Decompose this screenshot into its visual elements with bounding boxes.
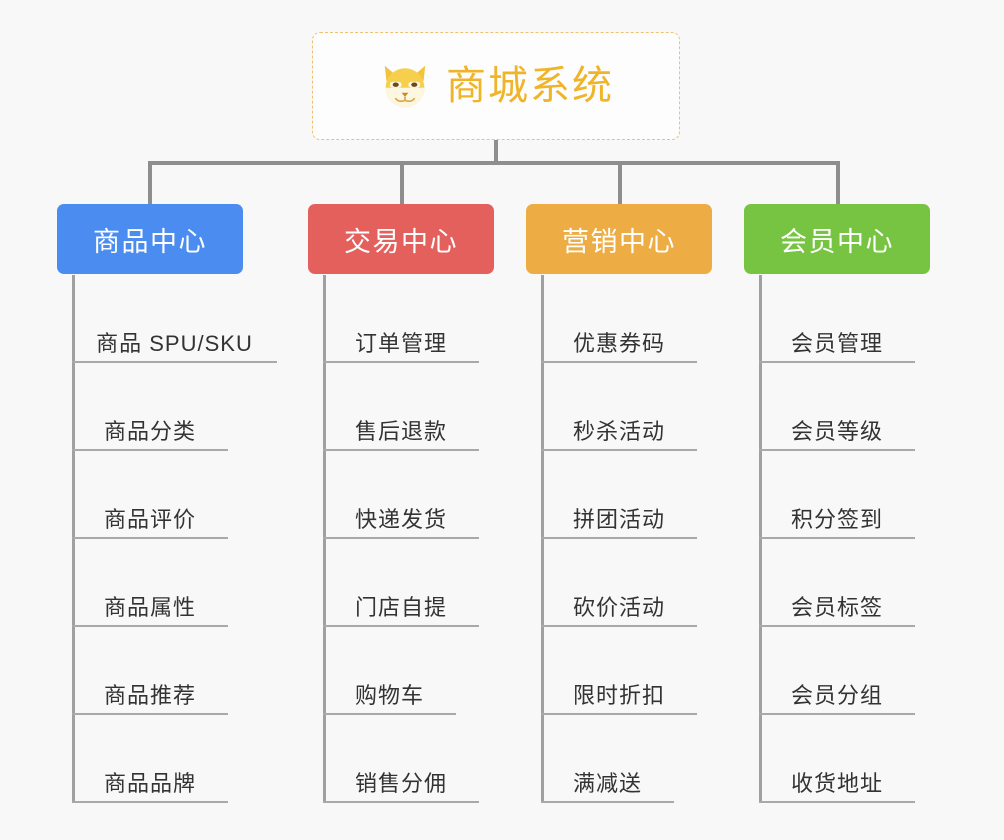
shiba-dog-face-icon bbox=[378, 59, 432, 113]
category-label: 商品中心 bbox=[93, 226, 207, 257]
column-trunk-line bbox=[72, 275, 75, 803]
leaf-label: 订单管理 bbox=[354, 330, 447, 356]
leaf-label: 会员管理 bbox=[790, 330, 883, 356]
category-label: 会员中心 bbox=[780, 226, 894, 257]
category-label: 交易中心 bbox=[344, 226, 458, 257]
leaf-label: 商品品牌 bbox=[103, 770, 196, 796]
leaf-item[interactable]: 会员分组 bbox=[759, 627, 915, 715]
leaf-item[interactable]: 商品品牌 bbox=[72, 715, 228, 803]
leaf-label: 会员分组 bbox=[790, 682, 883, 708]
category-header-会员中心[interactable]: 会员中心 bbox=[744, 204, 930, 274]
category-label: 营销中心 bbox=[562, 226, 676, 257]
leaf-item[interactable]: 商品推荐 bbox=[72, 627, 228, 715]
leaf-item[interactable]: 商品分类 bbox=[72, 363, 228, 451]
leaf-item[interactable]: 商品评价 bbox=[72, 451, 228, 539]
leaf-label: 商品属性 bbox=[103, 594, 196, 620]
leaf-item[interactable]: 积分签到 bbox=[759, 451, 915, 539]
leaf-label: 会员标签 bbox=[790, 594, 883, 620]
leaf-item[interactable]: 订单管理 bbox=[323, 275, 479, 363]
leaf-label: 购物车 bbox=[354, 682, 424, 708]
leaf-label: 拼团活动 bbox=[572, 506, 665, 532]
leaf-item[interactable]: 会员管理 bbox=[759, 275, 915, 363]
root-stem-connector bbox=[494, 140, 498, 164]
leaf-item[interactable]: 售后退款 bbox=[323, 363, 479, 451]
leaf-label: 收货地址 bbox=[790, 770, 883, 796]
leaf-label: 门店自提 bbox=[354, 594, 447, 620]
leaf-label: 商品 SPU/SKU bbox=[96, 330, 253, 356]
leaf-label: 砍价活动 bbox=[572, 594, 665, 620]
leaf-item[interactable]: 限时折扣 bbox=[541, 627, 697, 715]
leaf-item[interactable]: 优惠券码 bbox=[541, 275, 697, 363]
leaf-label: 售后退款 bbox=[354, 418, 447, 444]
leaf-item[interactable]: 收货地址 bbox=[759, 715, 915, 803]
leaf-label: 满减送 bbox=[572, 770, 642, 796]
leaf-item[interactable]: 快递发货 bbox=[323, 451, 479, 539]
leaf-item[interactable]: 秒杀活动 bbox=[541, 363, 697, 451]
leaf-label: 商品分类 bbox=[103, 418, 196, 444]
leaf-item[interactable]: 商品 SPU/SKU bbox=[72, 275, 277, 363]
leaf-item[interactable]: 会员标签 bbox=[759, 539, 915, 627]
leaf-label: 优惠券码 bbox=[572, 330, 665, 356]
leaf-label: 限时折扣 bbox=[572, 682, 665, 708]
leaf-item[interactable]: 满减送 bbox=[541, 715, 674, 803]
leaf-label: 秒杀活动 bbox=[572, 418, 665, 444]
leaf-item[interactable]: 拼团活动 bbox=[541, 451, 697, 539]
drop-stem-connector-4 bbox=[836, 161, 840, 204]
column-trunk-line bbox=[323, 275, 326, 803]
leaf-label: 销售分佣 bbox=[354, 770, 447, 796]
category-header-商品中心[interactable]: 商品中心 bbox=[57, 204, 243, 274]
leaf-item[interactable]: 购物车 bbox=[323, 627, 456, 715]
category-header-交易中心[interactable]: 交易中心 bbox=[308, 204, 494, 274]
leaf-label: 商品评价 bbox=[103, 506, 196, 532]
leaf-item[interactable]: 会员等级 bbox=[759, 363, 915, 451]
root-node[interactable]: 商城系统 bbox=[312, 32, 680, 140]
category-header-营销中心[interactable]: 营销中心 bbox=[526, 204, 712, 274]
leaf-label: 商品推荐 bbox=[103, 682, 196, 708]
drop-stem-connector-2 bbox=[400, 161, 404, 204]
horizontal-bus-connector bbox=[148, 161, 840, 165]
leaf-label: 积分签到 bbox=[790, 506, 883, 532]
root-label: 商城系统 bbox=[446, 64, 614, 108]
leaf-item[interactable]: 商品属性 bbox=[72, 539, 228, 627]
leaf-item[interactable]: 销售分佣 bbox=[323, 715, 479, 803]
leaf-item[interactable]: 砍价活动 bbox=[541, 539, 697, 627]
drop-stem-connector-3 bbox=[618, 161, 622, 204]
drop-stem-connector-1 bbox=[148, 161, 152, 204]
column-trunk-line bbox=[541, 275, 544, 803]
column-trunk-line bbox=[759, 275, 762, 803]
leaf-label: 快递发货 bbox=[354, 506, 447, 532]
leaf-label: 会员等级 bbox=[790, 418, 883, 444]
leaf-item[interactable]: 门店自提 bbox=[323, 539, 479, 627]
